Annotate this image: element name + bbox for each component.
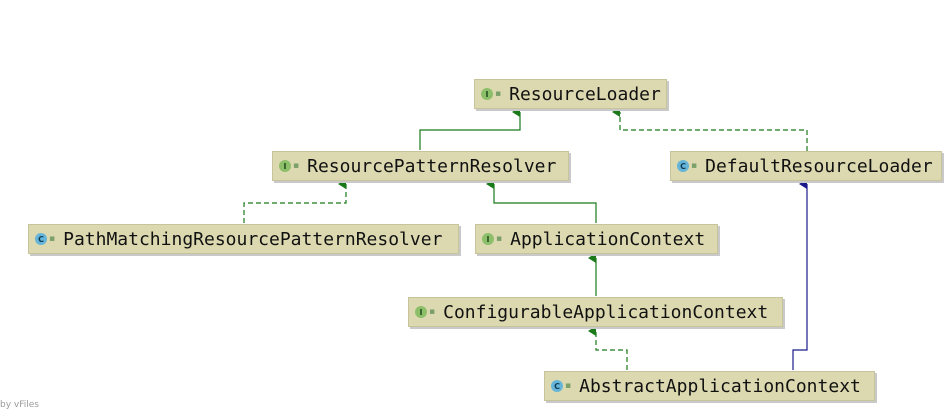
node-label: ApplicationContext	[510, 228, 706, 250]
node-application-context[interactable]: I ▪ ApplicationContext	[475, 224, 718, 254]
lock-icon: ▪	[691, 161, 698, 171]
node-configurable-application-context[interactable]: I ▪ ConfigurableApplicationContext	[408, 297, 783, 327]
interface-icon: I	[415, 306, 427, 318]
edge-path-matching-to-resource-pattern-resolver	[243, 179, 347, 223]
edge-application-context-to-resource-pattern-resolver	[486, 179, 597, 223]
edge-abstract-to-configurable	[588, 326, 628, 370]
watermark: by vFiles	[0, 400, 39, 410]
node-label: ResourcePatternResolver	[307, 155, 557, 177]
lock-icon: ▪	[495, 89, 502, 99]
node-label: ConfigurableApplicationContext	[443, 301, 769, 323]
interface-icon: I	[279, 160, 291, 172]
interface-icon: I	[482, 233, 494, 245]
class-icon: C	[35, 233, 47, 245]
lock-icon: ▪	[49, 234, 56, 244]
node-default-resource-loader[interactable]: C ▪ DefaultResourceLoader	[670, 151, 942, 181]
edge-resource-pattern-resolver-to-resource-loader	[419, 107, 521, 150]
lock-icon: ▪	[565, 381, 572, 391]
node-resource-loader[interactable]: I ▪ ResourceLoader	[474, 79, 667, 109]
edge-abstract-to-default-resource-loader	[792, 179, 808, 370]
node-abstract-application-context[interactable]: C ▪ AbstractApplicationContext	[544, 371, 875, 401]
node-path-matching-resource-pattern-resolver[interactable]: C ▪ PathMatchingResourcePatternResolver	[28, 224, 459, 254]
lock-icon: ▪	[293, 161, 300, 171]
lock-icon: ▪	[429, 307, 436, 317]
lock-icon: ▪	[496, 234, 503, 244]
node-label: PathMatchingResourcePatternResolver	[63, 228, 443, 250]
class-icon: C	[677, 160, 689, 172]
node-label: ResourceLoader	[509, 83, 661, 105]
class-icon: C	[551, 380, 563, 392]
interface-icon: I	[481, 88, 493, 100]
node-label: DefaultResourceLoader	[705, 155, 933, 177]
node-resource-pattern-resolver[interactable]: I ▪ ResourcePatternResolver	[272, 151, 569, 181]
node-label: AbstractApplicationContext	[579, 375, 861, 397]
edge-default-resource-loader-to-resource-loader	[612, 107, 808, 151]
